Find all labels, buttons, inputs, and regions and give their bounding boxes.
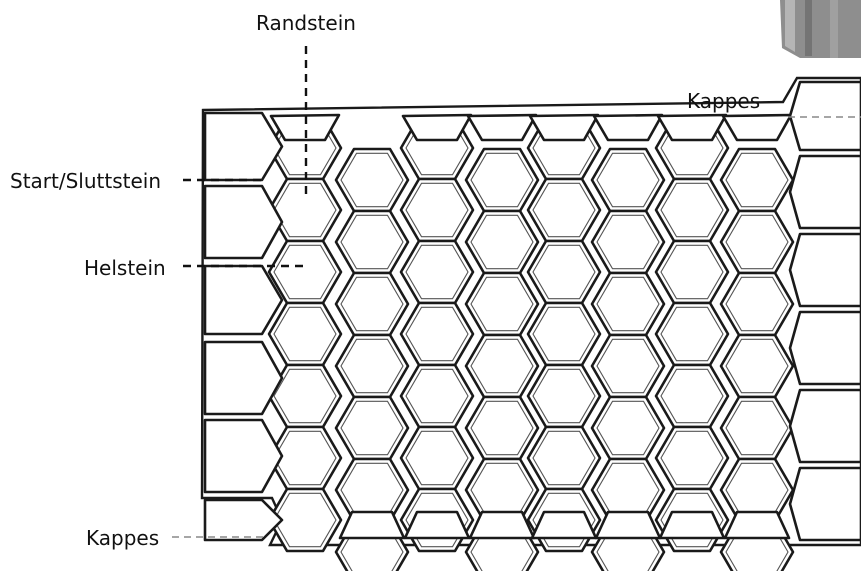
randstein-label: Randstein: [256, 11, 356, 35]
edge-stone: [528, 113, 600, 142]
kappes-stone: [788, 232, 861, 308]
edge-stone: [203, 498, 284, 542]
helstein-stone-inner: [340, 214, 404, 270]
kappes-stone: [788, 154, 861, 230]
paving-stone-inner: [660, 430, 724, 486]
paving-stone-inner: [660, 368, 724, 424]
edge-stone: [401, 113, 473, 142]
paving-stone-inner: [596, 400, 660, 456]
edge-stone: [723, 510, 791, 540]
kappes-stone: [788, 466, 861, 542]
edge-stone: [403, 510, 471, 540]
randstein-stone: [269, 113, 341, 142]
edge-stone: [658, 510, 726, 540]
edge-stone: [721, 113, 793, 142]
corner-stone-image: [780, 0, 861, 58]
paving-stone-inner: [273, 430, 337, 486]
paving-stone-inner: [660, 306, 724, 362]
edge-stone: [656, 113, 728, 142]
helstein-stone-inner: [273, 182, 337, 238]
edge-stone: [338, 510, 406, 540]
paving-stone-inner: [470, 276, 534, 332]
paving-stone-inner: [273, 244, 337, 300]
paving-stone-inner: [725, 214, 789, 270]
paving-stone-inner: [725, 400, 789, 456]
paving-stone-inner: [596, 214, 660, 270]
paving-stone-inner: [470, 152, 534, 208]
paving-stone-inner: [596, 338, 660, 394]
paving-stone-inner: [340, 400, 404, 456]
kappes-top-label: Kappes: [687, 89, 760, 113]
paving-stone-inner: [725, 276, 789, 332]
edge-stone: [466, 113, 538, 142]
edge-stone: [468, 510, 536, 540]
paving-stone-inner: [725, 152, 789, 208]
paving-stone-inner: [405, 182, 469, 238]
pavement-grid: [200, 76, 861, 571]
paving-stone-inner: [273, 368, 337, 424]
edge-stone: [203, 418, 284, 494]
edge-stone: [530, 510, 598, 540]
kappes-bottom-label: Kappes: [86, 526, 159, 550]
start-slutt-stone: [203, 184, 284, 260]
start-slutt-stone: [203, 111, 284, 182]
randstein-stone-inner: [340, 152, 404, 208]
kappes-stone: [788, 310, 861, 386]
edge-stone: [594, 510, 662, 540]
paving-stone-inner: [405, 244, 469, 300]
paving-stone-inner: [470, 338, 534, 394]
paving-stone-inner: [340, 338, 404, 394]
paving-stone-inner: [405, 368, 469, 424]
paving-stone-inner: [725, 338, 789, 394]
paving-stone-inner: [470, 400, 534, 456]
edge-stone: [592, 113, 664, 142]
helstein-stone-inner: [340, 276, 404, 332]
paving-stone-inner: [532, 244, 596, 300]
paving-stone-inner: [596, 276, 660, 332]
helstein-label: Helstein: [84, 256, 166, 280]
paving-stone-inner: [532, 306, 596, 362]
edge-stone: [203, 264, 284, 336]
edge-stone: [203, 340, 284, 416]
kappes-stone: [788, 80, 861, 152]
paving-stone-inner: [532, 368, 596, 424]
start-slutt-label: Start/Sluttstein: [10, 169, 161, 193]
paving-stone-inner: [532, 182, 596, 238]
paving-stone-inner: [405, 430, 469, 486]
kappes-stone: [788, 388, 861, 464]
paving-stone-inner: [532, 430, 596, 486]
paving-stone-inner: [470, 214, 534, 270]
paving-stone-inner: [596, 152, 660, 208]
paving-stone-inner: [660, 182, 724, 238]
paving-stone-inner: [273, 306, 337, 362]
paving-stone-inner: [660, 244, 724, 300]
paving-stone-inner: [405, 306, 469, 362]
paving-stone-inner: [273, 492, 337, 548]
